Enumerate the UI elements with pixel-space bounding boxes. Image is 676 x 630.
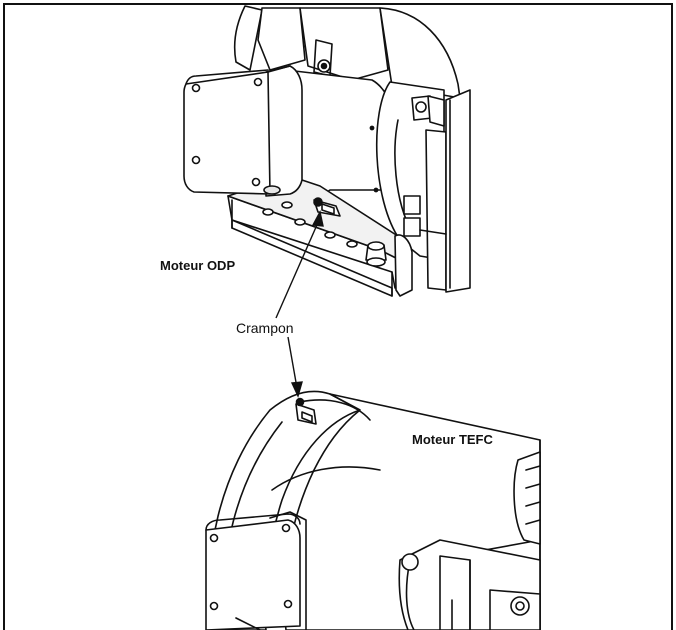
- leader-line-to-odp-clamp: [275, 217, 321, 319]
- arrowhead-odp-clamp: [311, 209, 324, 227]
- odp-motor-illustration: [183, 5, 471, 297]
- tefc-motor-label: Moteur TEFC: [412, 432, 493, 447]
- leader-line-to-tefc-clamp: [287, 336, 298, 389]
- clamp-label: Crampon: [236, 320, 294, 336]
- odp-motor-label: Moteur ODP: [160, 258, 235, 273]
- diagram-frame: [3, 3, 673, 630]
- clamp-leader-lines: [275, 209, 324, 399]
- arrowhead-tefc-clamp: [290, 381, 303, 399]
- tefc-motor-illustration: [205, 390, 541, 630]
